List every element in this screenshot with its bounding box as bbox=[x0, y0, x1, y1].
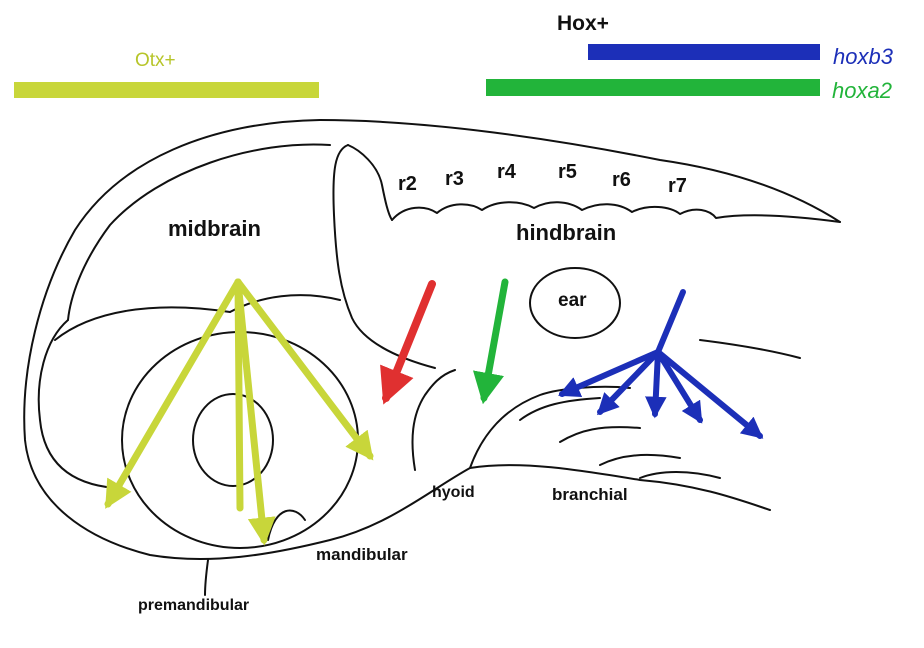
hoxa2-arrow bbox=[484, 282, 505, 398]
head-outline bbox=[24, 120, 840, 595]
hoxb3-arrow bbox=[658, 352, 760, 436]
hoxb3-arrow bbox=[600, 352, 658, 412]
otx-arrow bbox=[238, 282, 240, 508]
branchial-label: branchial bbox=[552, 485, 628, 504]
otx-arrow bbox=[238, 282, 370, 456]
hoxb3-migration-arrows bbox=[562, 292, 760, 436]
rhombomere-label: r6 bbox=[612, 169, 631, 191]
rhombomere-label: r3 bbox=[445, 168, 464, 190]
rhombomere-label: r7 bbox=[668, 175, 687, 197]
mandibular-label: mandibular bbox=[316, 545, 408, 564]
rhombomere-label: r4 bbox=[497, 161, 517, 183]
ear-label: ear bbox=[558, 290, 587, 311]
hoxa2-label: hoxa2 bbox=[832, 78, 892, 103]
otx-bar bbox=[14, 82, 319, 98]
otx-label: Otx+ bbox=[135, 50, 176, 71]
red-arrow bbox=[386, 284, 432, 398]
hoxa2-bar bbox=[486, 79, 820, 96]
rhombomere-label: r2 bbox=[398, 173, 417, 195]
otx-arrow bbox=[108, 282, 238, 504]
hoxb3-arrow bbox=[655, 352, 658, 414]
hoxb3-arrow bbox=[658, 352, 700, 420]
midbrain-label: midbrain bbox=[168, 216, 261, 241]
hox-label: Hox+ bbox=[557, 12, 609, 35]
hoxb3-bar bbox=[588, 44, 820, 60]
rhombomere-label: r5 bbox=[558, 161, 577, 183]
rhombomere-labels: r2 r3 r4 r5 r6 r7 bbox=[398, 161, 687, 197]
hoxb3-label: hoxb3 bbox=[833, 44, 894, 69]
hindbrain-label: hindbrain bbox=[516, 220, 616, 245]
otx-migration-arrows bbox=[108, 282, 370, 540]
hoxb3-arrow-stem bbox=[658, 292, 683, 352]
premandibular-label: premandibular bbox=[138, 597, 249, 614]
hyoid-label: hyoid bbox=[432, 484, 475, 501]
